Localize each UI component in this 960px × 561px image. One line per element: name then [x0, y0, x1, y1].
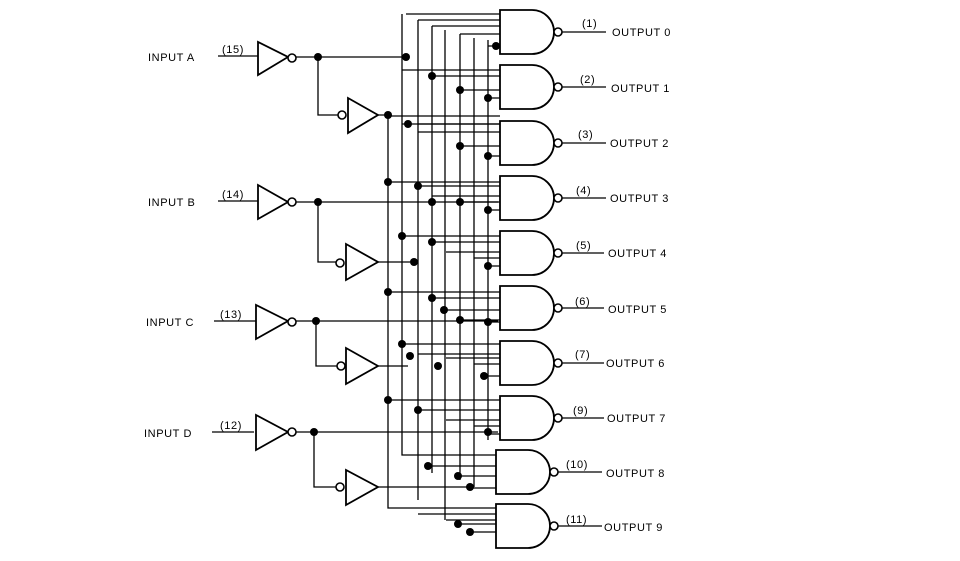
output-1-pin: (2)	[580, 74, 595, 86]
output-0-label: OUTPUT 0	[612, 27, 671, 39]
nand-bubble-0	[553, 27, 563, 37]
output-6-pin: (7)	[575, 349, 590, 361]
output-3-pin: (4)	[576, 185, 591, 197]
nand-gate-9	[495, 503, 551, 549]
output-3-label: OUTPUT 3	[610, 193, 669, 205]
nand-gate-2	[499, 120, 555, 166]
nand-bubble-2	[553, 138, 563, 148]
input-b-label: INPUT B	[148, 197, 195, 209]
input-stage-b	[218, 183, 498, 282]
nand-bubble-6	[553, 358, 563, 368]
nand-gate-column	[495, 9, 606, 549]
output-2-pin: (3)	[578, 129, 593, 141]
nand-gate-5	[499, 285, 555, 331]
input-c-pin: (13)	[220, 309, 242, 321]
output-2-label: OUTPUT 2	[610, 138, 669, 150]
nand-gate-8	[495, 449, 551, 495]
input-a-label: INPUT A	[148, 52, 195, 64]
output-1-label: OUTPUT 1	[611, 83, 670, 95]
output-7-pin: (9)	[573, 405, 588, 417]
junction-dots	[384, 42, 500, 536]
output-0-pin: (1)	[582, 18, 597, 30]
input-b-pin: (14)	[222, 189, 244, 201]
output-8-label: OUTPUT 8	[606, 468, 665, 480]
output-8-pin: (10)	[566, 459, 588, 471]
nand-bubble-8	[549, 467, 559, 477]
nand-gate-7	[499, 395, 555, 441]
nand-gate-6	[499, 340, 555, 386]
nand-gate-3	[499, 175, 555, 221]
output-4-label: OUTPUT 4	[608, 248, 667, 260]
output-5-label: OUTPUT 5	[608, 304, 667, 316]
nand-bubble-1	[553, 82, 563, 92]
nand-gate-4	[499, 230, 555, 276]
nand-gate-1	[499, 64, 555, 110]
nand-bubble-9	[549, 521, 559, 531]
output-7-label: OUTPUT 7	[607, 413, 666, 425]
output-5-pin: (6)	[575, 296, 590, 308]
nand-bubble-7	[553, 413, 563, 423]
output-6-label: OUTPUT 6	[606, 358, 665, 370]
input-d-pin: (12)	[220, 420, 242, 432]
output-4-pin: (5)	[576, 240, 591, 252]
output-9-pin: (11)	[566, 514, 587, 526]
input-stage-c	[214, 303, 498, 386]
output-9-label: OUTPUT 9	[604, 522, 663, 534]
input-stage-d	[212, 413, 498, 507]
input-stage-a	[218, 40, 406, 135]
input-a-pin: (15)	[222, 44, 244, 56]
gate-input-wires	[388, 19, 500, 533]
nand-bubble-4	[553, 248, 563, 258]
nand-bubble-5	[553, 303, 563, 313]
nand-gate-0	[499, 9, 555, 55]
input-d-label: INPUT D	[144, 428, 192, 440]
nand-bubble-3	[553, 193, 563, 203]
input-c-label: INPUT C	[146, 317, 194, 329]
